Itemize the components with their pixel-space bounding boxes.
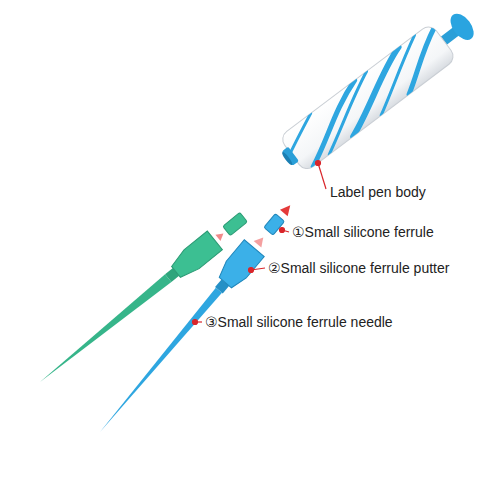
green-parts xyxy=(32,208,251,392)
leader-line xyxy=(195,321,202,322)
blue-needle xyxy=(97,288,222,435)
red-arrow xyxy=(215,230,225,241)
part-name: Label pen body xyxy=(330,183,426,201)
red-arrow xyxy=(254,234,267,247)
pen-body xyxy=(272,4,482,178)
part-name: ②Small silicone ferrule putter xyxy=(268,259,449,277)
knob xyxy=(446,9,478,44)
green-cylinder xyxy=(223,212,248,235)
pen-tip xyxy=(282,147,299,166)
blue-swirls xyxy=(279,23,457,172)
red-arrow xyxy=(280,202,294,216)
green-sleeve xyxy=(168,231,222,281)
part-name: ①Small silicone ferrule xyxy=(292,223,434,241)
pen-tip-hole xyxy=(281,151,294,166)
pen-barrel xyxy=(279,23,457,172)
leader-lines xyxy=(193,161,327,325)
leader-line xyxy=(251,268,265,270)
part-name: ③Small silicone ferrule needle xyxy=(205,313,393,331)
leader-line xyxy=(282,230,289,232)
leader-line xyxy=(318,163,326,189)
blue-ferrule xyxy=(264,214,285,236)
blue-putter xyxy=(215,240,264,291)
